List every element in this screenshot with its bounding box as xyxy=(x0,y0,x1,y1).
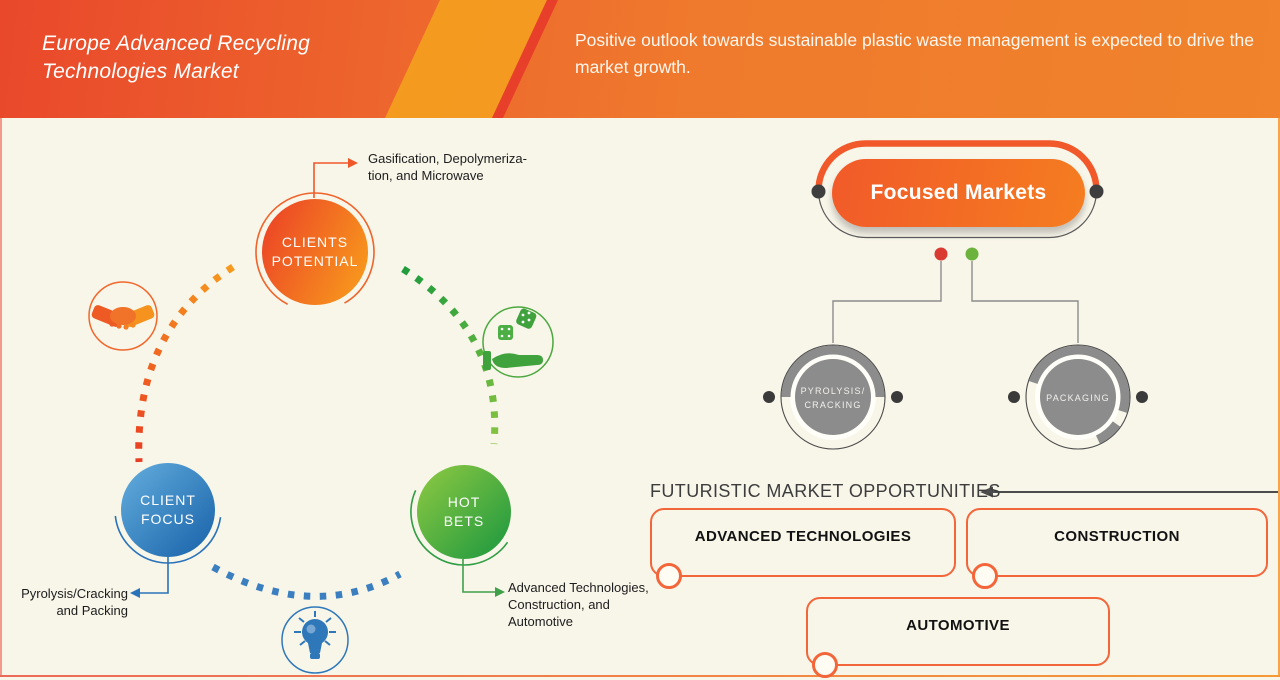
handshake-ring xyxy=(88,281,158,351)
header-banner: Europe Advanced Recycling Technologies M… xyxy=(0,0,1280,118)
red-marker-dot xyxy=(934,247,948,261)
corner-circle-icon xyxy=(656,563,682,589)
corner-circle-icon xyxy=(972,563,998,589)
green-marker-dot xyxy=(965,247,979,261)
arrow-right-icon xyxy=(348,158,358,168)
node-hot-bets: HOT BETS xyxy=(417,465,511,559)
node-client-focus: CLIENT FOCUS xyxy=(121,463,215,557)
tree-connector-left xyxy=(832,261,942,343)
dotted-arc-green xyxy=(401,266,499,445)
capsule-left-dot xyxy=(811,184,826,199)
lightbulb-ring xyxy=(281,606,349,674)
client-focus-annotation: Pyrolysis/Cracking and Packing xyxy=(21,586,128,618)
focused-markets-pill: Focused Markets xyxy=(832,159,1085,227)
clients-potential-ring xyxy=(255,192,375,312)
hot-bets-connector xyxy=(462,559,495,593)
arrow-right-icon xyxy=(495,587,505,597)
opportunity-label: AUTOMOTIVE xyxy=(906,617,1010,634)
dotted-arc-orange xyxy=(135,264,235,463)
dotted-arc-blue xyxy=(211,563,402,600)
packaging-node xyxy=(1008,344,1148,450)
capsule-right-dot xyxy=(1089,184,1104,199)
tree-connector-right xyxy=(971,261,1079,343)
lightbulb-icon xyxy=(294,611,336,659)
pyrolysis-cracking-label: PYROLYSIS/ CRACKING xyxy=(800,386,866,410)
client-focus-connector xyxy=(140,557,169,594)
opportunity-label: CONSTRUCTION xyxy=(1054,528,1180,545)
opportunity-box-automotive: AUTOMOTIVE xyxy=(806,597,1110,678)
pyrolysis-cracking-node xyxy=(763,344,903,450)
page-title: Europe Advanced Recycling Technologies M… xyxy=(42,32,311,83)
hand-with-dice-icon xyxy=(483,308,543,370)
arrow-left-icon xyxy=(130,588,140,598)
handshake-icon xyxy=(91,305,155,330)
frame-left-edge xyxy=(0,118,2,677)
capsule-bottom-arc xyxy=(817,190,1098,239)
clients-potential-annotation: Gasification, Depolymeriza- tion, and Mi… xyxy=(368,151,527,183)
opportunity-box-advanced-technologies: ADVANCED TECHNOLOGIES xyxy=(650,508,956,589)
client-focus-ring xyxy=(114,456,222,564)
page-subtitle: Positive outlook towards sustainable pla… xyxy=(575,30,1254,77)
frame-bottom-edge xyxy=(0,675,1280,677)
opportunities-heading: FUTURISTIC MARKET OPPORTUNITIES xyxy=(650,481,1001,501)
hot-bets-annotation: Advanced Technologies, Construction, and… xyxy=(508,580,649,629)
packaging-label: PACKAGING xyxy=(1046,393,1110,403)
corner-circle-icon xyxy=(812,652,838,678)
arrow-left-icon xyxy=(980,486,993,498)
opportunity-box-construction: CONSTRUCTION xyxy=(966,508,1268,589)
capsule-top-arc xyxy=(815,140,1100,197)
opportunity-label: ADVANCED TECHNOLOGIES xyxy=(694,528,912,545)
clients-potential-connector xyxy=(313,162,348,198)
frame-right-edge xyxy=(1278,118,1280,677)
node-clients-potential: CLIENTS POTENTIAL xyxy=(262,199,368,305)
dice-ring xyxy=(482,306,554,378)
